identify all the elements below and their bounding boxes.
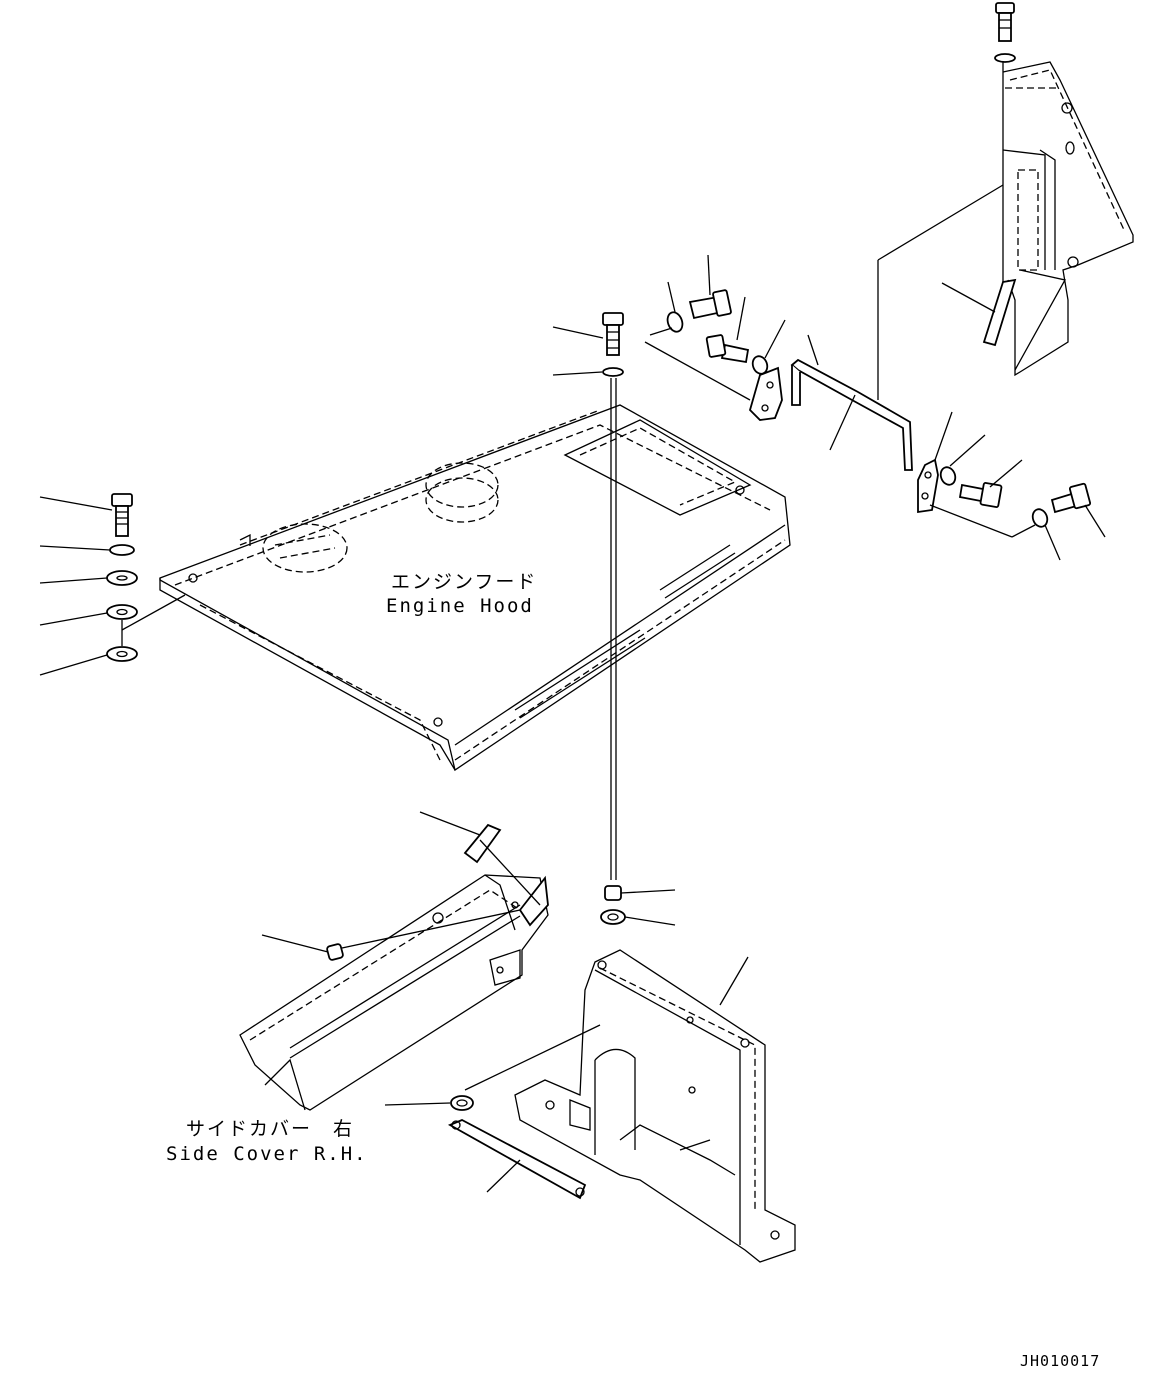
hood-stay-bracket [748,334,953,514]
lower-frame-assembly [384,885,796,1263]
side-cover-label-en: Side Cover R.H. [166,1143,368,1165]
upper-right-bracket [877,2,1134,400]
drawing-code: JH010017 [1020,1352,1101,1370]
stay-bolts-upper [644,254,786,401]
stay-bolts-lower [929,434,1106,561]
side-cover-label-jp: サイドカバー 右 [186,1118,355,1140]
engine-hood-panel [159,404,791,772]
engine-hood-label-en: Engine Hood [386,595,534,617]
engine-hood-label-jp: エンジンフード [391,571,538,593]
side-cover-frame [239,811,549,1111]
hood-center-bolt [552,312,624,880]
hood-left-bolt-stack [39,493,186,676]
